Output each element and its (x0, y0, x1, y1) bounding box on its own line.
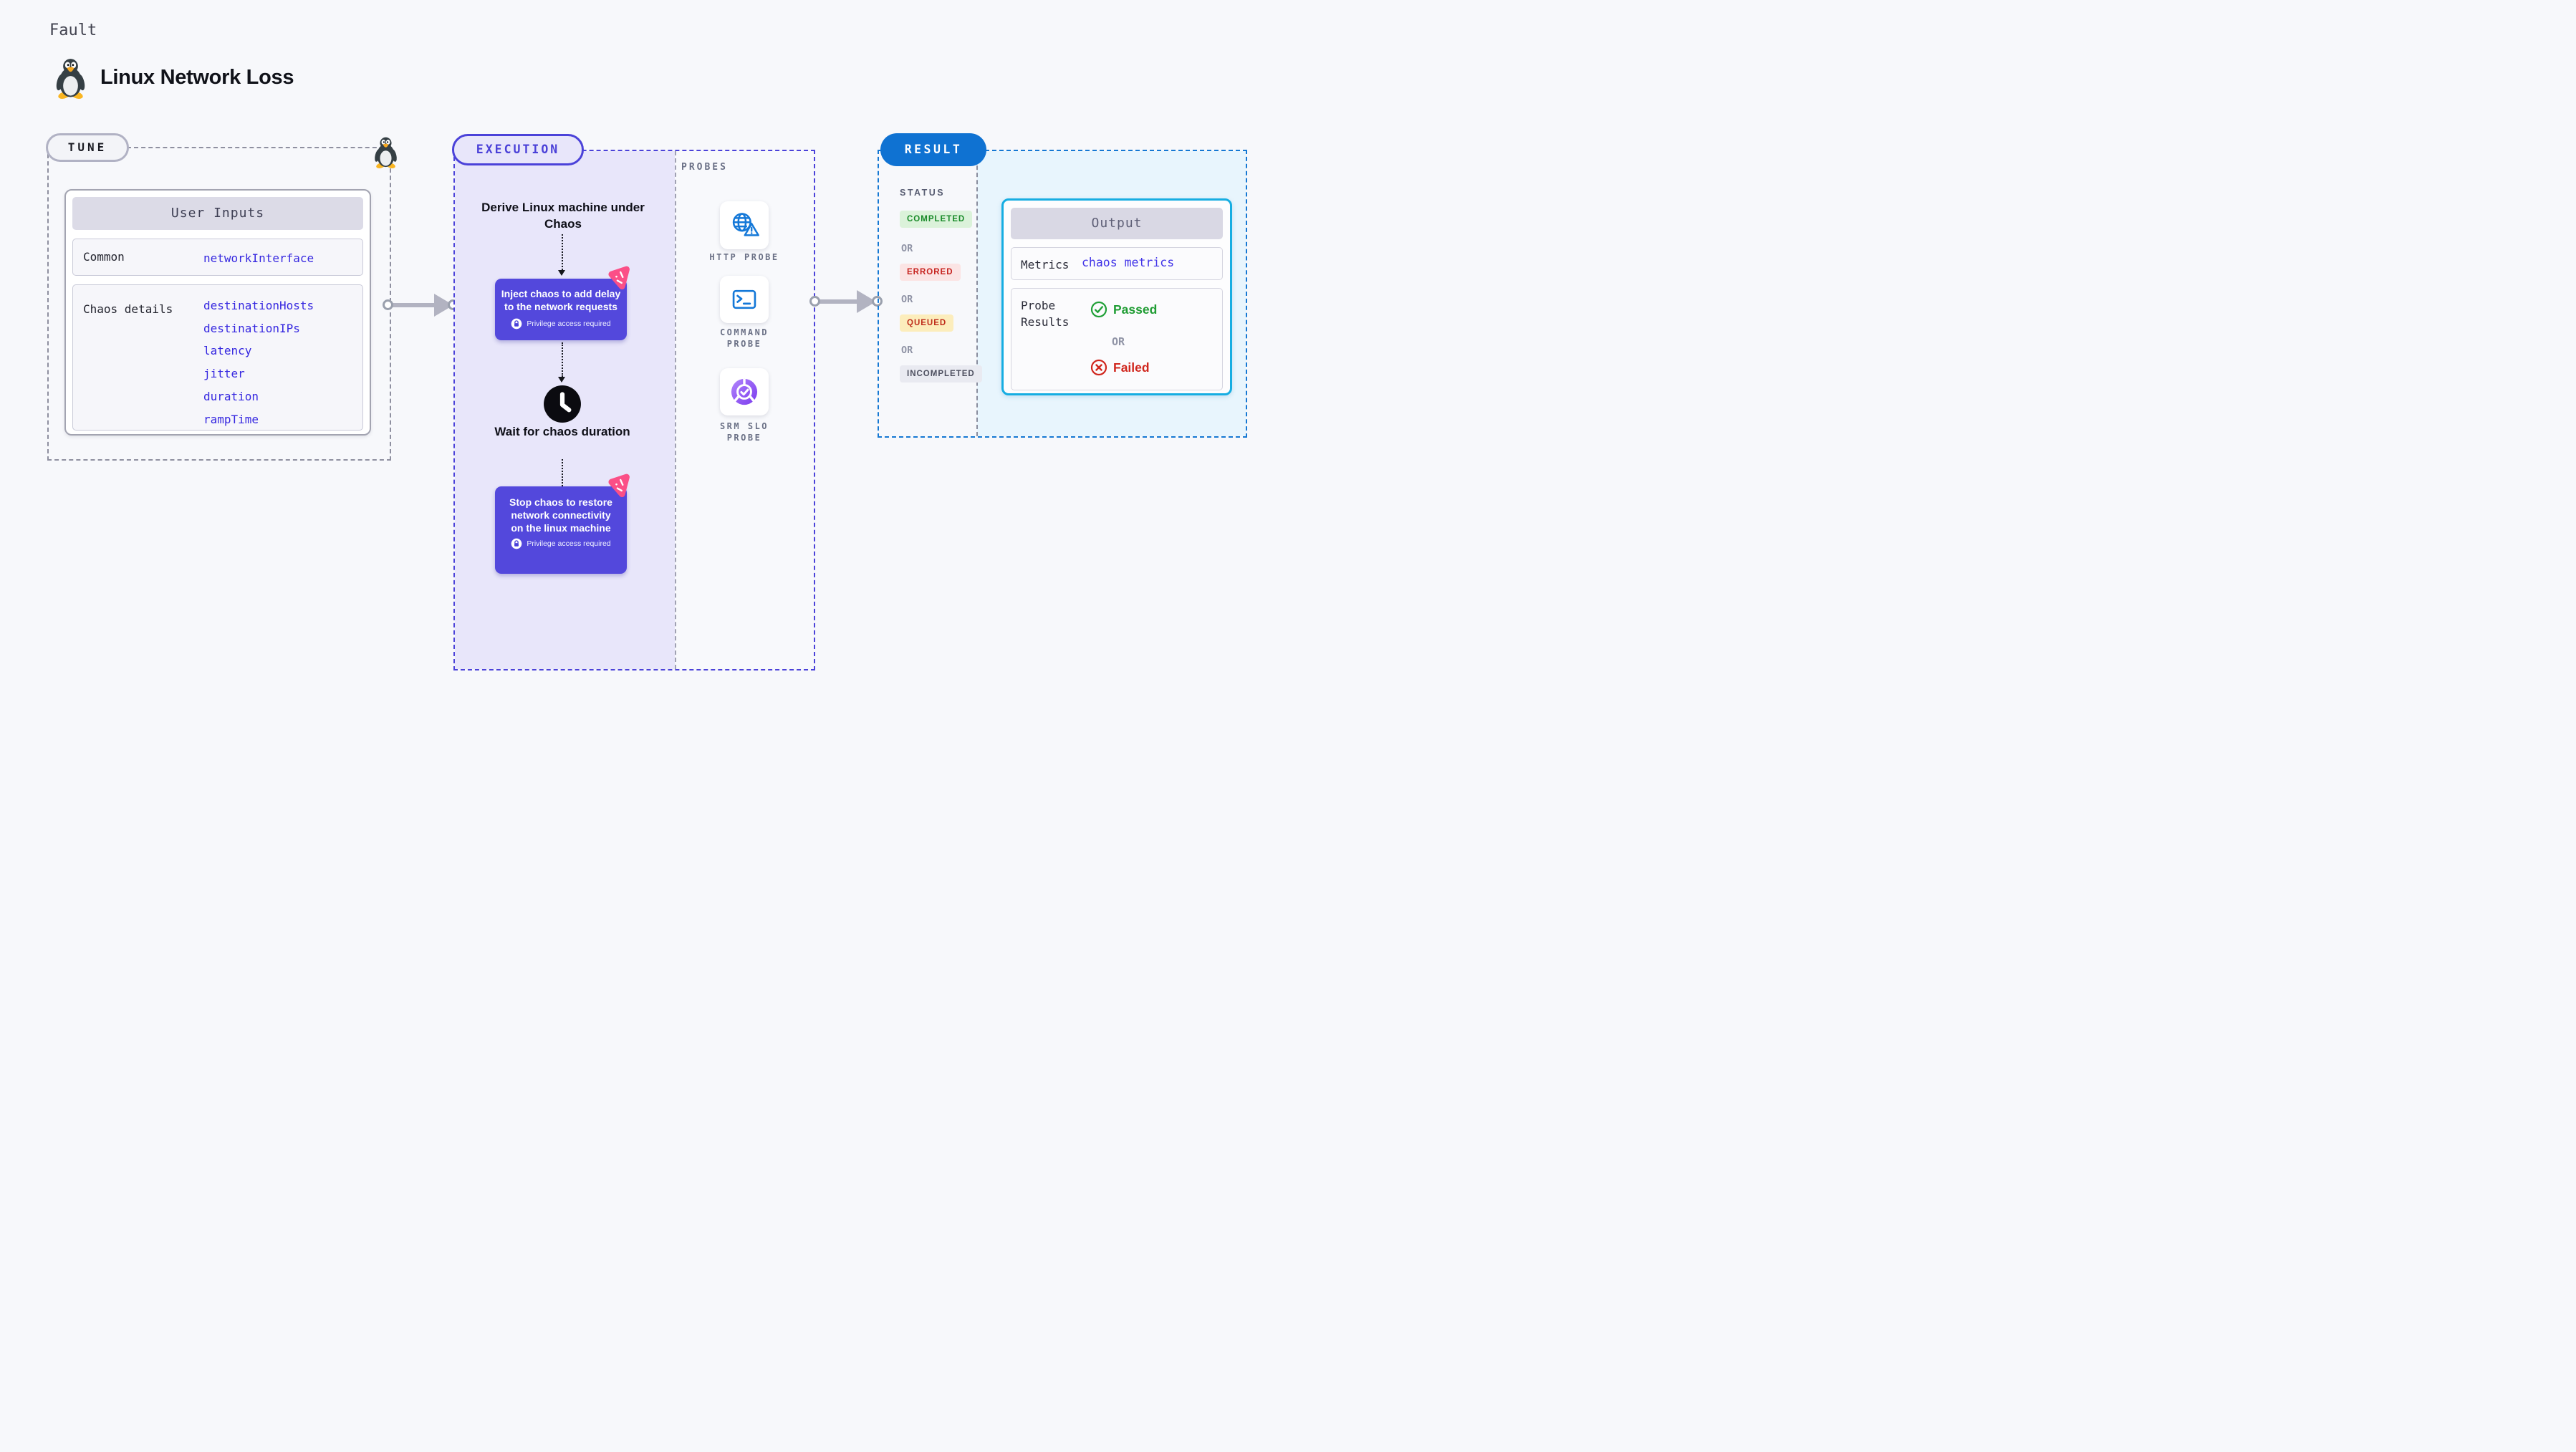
fault-diagram: Fault Linux Network Loss TUNE User Input… (0, 0, 1288, 726)
status-badge-completed: COMPLETED (900, 211, 973, 228)
input-value: destinationHosts (203, 299, 314, 312)
slo-gauge-icon (731, 378, 758, 405)
srm-slo-probe-label: SRM SLO PROBE (719, 421, 769, 443)
probe-results-label: Probe Results (1021, 299, 1070, 329)
passed-label: Passed (1113, 302, 1158, 317)
privilege-note-text: Privilege access required (527, 539, 611, 548)
srm-slo-probe-card (720, 368, 769, 415)
flow-connector-arrowhead (558, 270, 565, 276)
output-card: Output Metrics chaos metrics Probe Resul… (1001, 198, 1232, 395)
step-inject-text: Inject chaos to add delay to the network… (501, 288, 621, 312)
command-probe-label: COMMAND PROBE (719, 327, 769, 349)
step-stop-text: Stop chaos to restore network connectivi… (509, 496, 612, 534)
output-title: Output (1011, 208, 1223, 239)
passed-verdict: Passed (1090, 301, 1157, 318)
flow-connector (562, 459, 563, 492)
user-inputs-row-common: Common networkInterface (72, 239, 363, 276)
input-value: jitter (203, 367, 245, 381)
probes-title: PROBES (681, 162, 728, 173)
output-row-metrics: Metrics chaos metrics (1011, 247, 1223, 280)
privilege-note: Privilege access required (495, 538, 627, 549)
input-row-label: Chaos details (83, 302, 173, 316)
status-badge-queued: QUEUED (900, 314, 954, 332)
status-output-divider (976, 151, 978, 436)
metrics-label: Metrics (1021, 258, 1070, 271)
http-probe-label: HTTP PROBE (709, 252, 779, 262)
http-probe-card (720, 201, 769, 249)
connector-dot (383, 299, 393, 310)
check-circle-icon (1090, 301, 1107, 318)
execution-badge: EXECUTION (452, 134, 584, 165)
user-inputs-card: User Inputs Common networkInterface Chao… (64, 189, 371, 436)
status-badge-incompleted: INCOMPLETED (900, 365, 982, 383)
flow-connector (562, 234, 563, 270)
step-inject-chaos: Inject chaos to add delay to the network… (495, 279, 627, 340)
step-wait-duration: Wait for chaos duration (494, 425, 630, 438)
input-row-value: networkInterface (203, 251, 314, 265)
failed-verdict: Failed (1090, 359, 1150, 376)
execution-probes-divider (675, 151, 676, 669)
or-separator: OR (901, 294, 913, 305)
status-badge-errored: ERRORED (900, 264, 961, 281)
input-value: latency (203, 344, 252, 358)
globe-warning-icon (732, 212, 759, 236)
privilege-note-text: Privilege access required (527, 319, 611, 328)
output-row-probe-results: Probe Results Passed OR Failed (1011, 288, 1223, 390)
command-probe-card (720, 276, 769, 323)
input-value: duration (203, 389, 259, 403)
chaos-experiment-icon (608, 266, 630, 290)
or-separator: OR (901, 243, 913, 254)
connector-dot (809, 296, 820, 307)
step-derive-machine: Derive Linux machine under Chaos (481, 201, 645, 231)
terminal-icon (732, 289, 756, 309)
page-title: Linux Network Loss (100, 66, 294, 89)
result-badge: RESULT (880, 133, 986, 166)
privilege-note: Privilege access required (495, 318, 627, 330)
status-heading: STATUS (900, 188, 946, 198)
lock-icon (511, 318, 522, 330)
or-separator: OR (901, 345, 913, 356)
step-stop-chaos: Stop chaos to restore network connectivi… (495, 486, 627, 574)
or-separator: OR (1112, 335, 1125, 348)
flow-connector (562, 342, 563, 377)
input-row-label: Common (83, 250, 125, 264)
linux-tux-icon (56, 59, 85, 99)
linux-tux-small-icon (375, 137, 397, 168)
wait-clock-icon (544, 385, 581, 423)
chaos-experiment-icon (608, 473, 630, 498)
x-circle-icon (1090, 359, 1107, 376)
connector-dot (872, 296, 883, 307)
flow-connector-arrowhead (558, 377, 565, 383)
input-row-values: destinationHosts destinationIPs latency … (203, 294, 314, 431)
lock-icon (511, 538, 522, 549)
input-value: rampTime (203, 412, 259, 426)
failed-label: Failed (1113, 360, 1150, 375)
user-inputs-title: User Inputs (72, 197, 363, 230)
user-inputs-row-chaos-details: Chaos details destinationHosts destinati… (72, 284, 363, 431)
metrics-value: chaos metrics (1082, 256, 1175, 269)
input-value: destinationIPs (203, 321, 300, 335)
fault-kicker: Fault (49, 21, 97, 39)
tune-badge: TUNE (46, 133, 129, 162)
